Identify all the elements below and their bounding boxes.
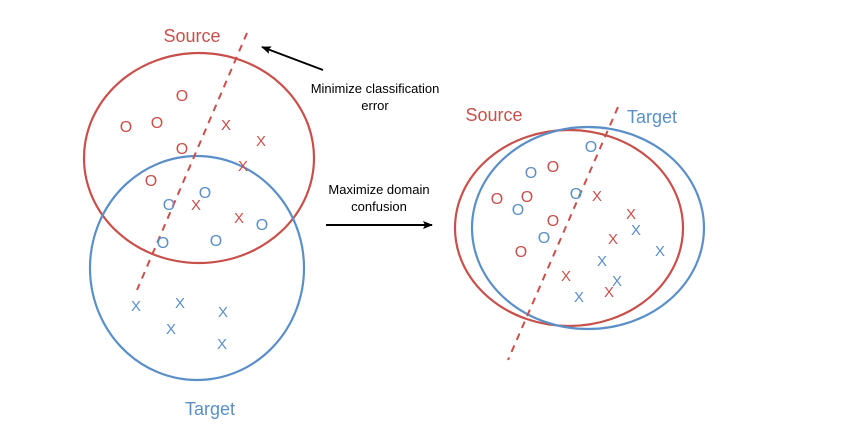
source-x-marker: X (238, 158, 248, 175)
source-o-marker: O (120, 119, 132, 136)
source-o-marker: O (547, 213, 559, 230)
target-x-marker: X (597, 253, 607, 270)
target-x-marker: X (631, 222, 641, 239)
target-x-marker: X (131, 298, 141, 315)
target-o-marker: O (512, 202, 524, 219)
target-x-marker: X (655, 243, 665, 260)
target-o-marker: O (585, 139, 597, 156)
left-target-label: Target (185, 399, 235, 419)
target-x-marker: X (175, 295, 185, 312)
source-x-marker: X (234, 210, 244, 227)
source-o-marker: O (176, 141, 188, 158)
target-o-marker: O (538, 230, 550, 247)
target-o-marker: O (199, 185, 211, 202)
target-o-marker: O (210, 233, 222, 250)
source-x-marker: X (256, 133, 266, 150)
source-o-marker: O (151, 115, 163, 132)
source-o-marker: O (521, 189, 533, 206)
source-o-marker: O (491, 191, 503, 208)
left-source-label: Source (163, 26, 220, 46)
left-source-ellipse (82, 51, 316, 265)
target-x-marker: X (166, 321, 176, 338)
source-o-marker: O (145, 173, 157, 190)
source-x-marker: X (592, 188, 602, 205)
source-x-marker: X (626, 206, 636, 223)
target-o-marker: O (570, 186, 582, 203)
target-x-marker: X (217, 336, 227, 353)
target-o-marker: O (157, 235, 169, 252)
target-o-marker: O (163, 197, 175, 214)
right-decision-boundary (507, 106, 619, 361)
minimize-text-line2: error (361, 98, 389, 113)
source-o-marker: O (176, 88, 188, 105)
source-o-marker: O (515, 244, 527, 261)
source-x-marker: X (561, 268, 571, 285)
minimize-arrow (261, 46, 324, 71)
target-o-marker: O (256, 217, 268, 234)
source-x-marker: X (608, 231, 618, 248)
source-o-marker: O (547, 159, 559, 176)
target-x-marker: X (574, 289, 584, 306)
target-x-marker: X (612, 273, 622, 290)
middle-annotations: Minimize classification error Maximize d… (261, 46, 440, 229)
minimize-text-line1: Minimize classification (311, 81, 440, 96)
right-source-ellipse (453, 128, 685, 328)
right-target-label: Target (627, 107, 677, 127)
target-x-marker: X (218, 304, 228, 321)
left-target-ellipse (88, 154, 306, 382)
source-x-marker: X (221, 117, 231, 134)
source-x-marker: X (604, 284, 614, 301)
target-o-marker: O (525, 165, 537, 182)
maximize-text-line2: confusion (351, 199, 407, 214)
right-source-label: Source (465, 105, 522, 125)
maximize-text-line1: Maximize domain (328, 182, 429, 197)
right-target-ellipse (470, 125, 706, 331)
source-x-marker: X (191, 197, 201, 214)
